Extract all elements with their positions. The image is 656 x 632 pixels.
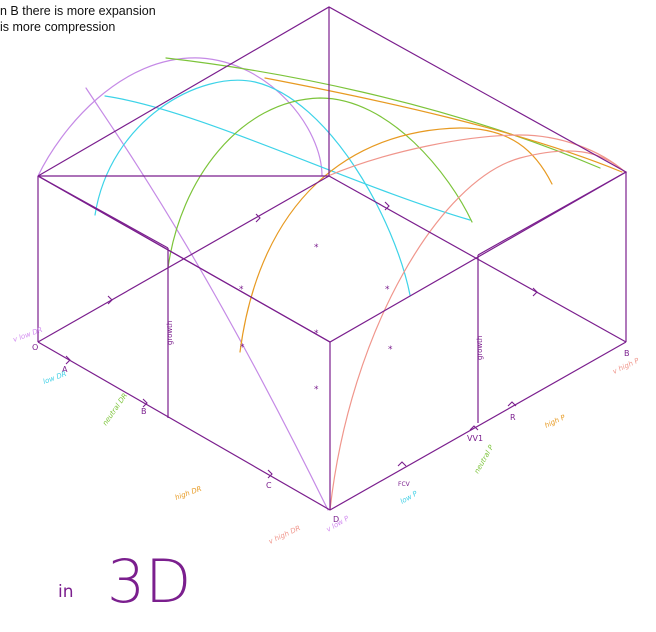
corner-label-left: O [32,343,38,352]
tick-a [66,356,70,364]
tick-label-fcv: FCV [398,481,411,488]
label-v-high-p: v high P [611,356,641,375]
label-high-p: high P [543,413,567,430]
cyan-curve [95,80,410,295]
mark-2: * [239,285,244,295]
label-neutral-p: neutral P [473,443,496,475]
tick-side-right [533,288,537,296]
left-interior-top [38,176,168,248]
mark-1: * [314,243,319,253]
growth-label-left: growth [166,321,174,345]
violet-arch-curve [86,88,328,510]
tick-r [508,402,516,406]
corner-label-right: B [624,349,630,358]
tick-fcv [398,462,406,466]
tick-label-r: R [510,413,516,422]
growth-label-right: growth [476,336,484,360]
footer-small-text: in [58,582,74,602]
mark-4: * [314,329,319,339]
label-low-dr: low DR [42,370,68,386]
label-low-p: low P [399,489,420,506]
mark-7: * [240,343,245,353]
mark-6: * [314,385,319,395]
mark-5: * [388,345,393,355]
tick-label-b: B [141,407,147,416]
green-upper-curve [166,58,600,168]
orange-upper-curve [265,78,622,172]
pink-upper-curve [328,135,625,176]
tick-label-c: C [266,481,272,490]
label-high-dr: high DR [174,485,203,502]
label-v-high-dr: v high DR [267,524,301,546]
tick-label-vv1: VV1 [467,434,483,443]
violet-curve [38,58,322,176]
footer-big-text: 3D [107,547,191,617]
mark-3: * [385,285,390,295]
tick-side-left [108,296,112,304]
label-neutral-dr: neutral DR [101,392,129,427]
